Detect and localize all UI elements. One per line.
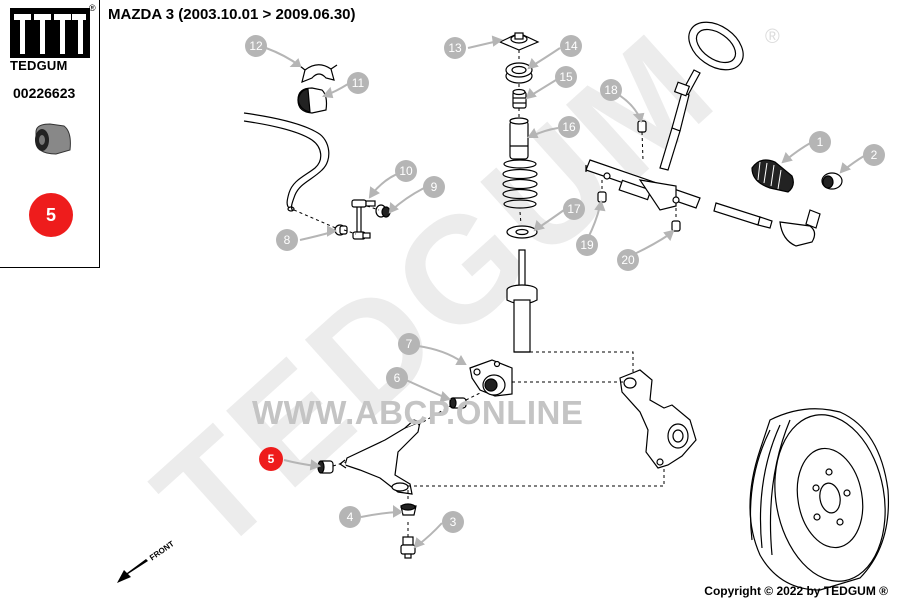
callout-13[interactable]: 13 [444,37,466,59]
svg-text:8: 8 [284,233,291,247]
callout-14[interactable]: 14 [560,35,582,57]
svg-text:15: 15 [559,70,573,84]
callout-7[interactable]: 7 [398,333,420,355]
svg-text:13: 13 [448,41,462,55]
callout-arrows [265,35,865,549]
selected-position-number: 5 [45,204,56,225]
watermark-registered-mark: ® [765,26,780,48]
front-direction-arrow [117,559,148,583]
callout-17[interactable]: 17 [563,198,585,220]
side-panel: ® TEDGUM 00226623 5 [0,0,100,268]
strut-top-mount-part [498,32,540,51]
steering-rack-part [585,159,701,211]
strut-bearing-part [505,62,533,84]
rack-bush-20 [671,220,681,232]
stabilizer-bush-part [297,87,328,114]
copyright-text: Copyright © 2022 by TEDGUM ® [704,584,888,598]
steering-wheel-part [688,21,744,71]
wheel-part [749,408,890,591]
callout-3[interactable]: 3 [442,511,464,533]
svg-text:20: 20 [621,253,635,267]
callout-19[interactable]: 19 [576,234,598,256]
stabilizer-dashed-leaders [293,205,380,235]
callout-12[interactable]: 12 [245,35,267,57]
link-bush-9 [375,204,391,218]
spring-seat-part [506,225,538,239]
stabilizer-link-part [351,199,376,240]
svg-text:19: 19 [580,238,594,252]
svg-text:18: 18 [604,83,618,97]
steering-knuckle-part [619,369,697,469]
svg-text:17: 17 [567,202,581,216]
callout-9[interactable]: 9 [423,176,445,198]
page-title: MAZDA 3 (2003.10.01 > 2009.06.30) [108,6,356,23]
callout-15[interactable]: 15 [555,66,577,88]
callout-11[interactable]: 11 [347,72,369,94]
stabilizer-bar [243,112,330,212]
callout-20[interactable]: 20 [617,249,639,271]
selected-position-badge[interactable]: 5 [29,193,73,237]
callout-1[interactable]: 1 [809,131,831,153]
svg-text:2: 2 [871,148,878,162]
ball-joint-boot-part [400,503,417,516]
watermark-url: WWW.ABCP.ONLINE [252,394,584,431]
callout-markers: 12 11 10 9 8 13 14 15 16 17 18 19 20 1 2… [245,35,885,533]
part-thumbnail-bush-icon [35,123,71,155]
steering-column-part [659,69,701,171]
control-arm-rear-bush-part [449,397,467,409]
svg-text:11: 11 [352,76,365,90]
callout-8[interactable]: 8 [276,229,298,251]
brand-name: TEDGUM [10,58,68,73]
steering-boot-part [751,159,794,193]
svg-text:10: 10 [399,164,413,178]
stabilizer-bracket-part [299,64,338,83]
svg-text:16: 16 [562,120,576,134]
callout-16[interactable]: 16 [558,116,580,138]
control-arm-front-bush-part [317,460,334,474]
callout-2[interactable]: 2 [863,144,885,166]
rear-bush-bracket-part [469,359,513,397]
registered-mark: ® [89,3,96,13]
watermark-logo: TEDGUM [124,0,746,583]
boot-clip-part [821,172,843,190]
tedgum-logo-icon [10,8,90,58]
callout-18[interactable]: 18 [600,79,622,101]
callout-10[interactable]: 10 [395,160,417,182]
callout-4[interactable]: 4 [339,506,361,528]
rack-bush-19 [597,191,607,203]
svg-text:4: 4 [347,510,354,524]
svg-text:12: 12 [249,39,263,53]
bump-stop-part [512,88,527,109]
svg-text:1: 1 [817,135,824,149]
ball-joint-part [400,536,416,559]
watermark-brand-text: TEDGUM [124,0,746,583]
svg-text:6: 6 [394,371,401,385]
assembly-dashed-lines [408,50,665,487]
callout-5[interactable]: 5 [259,447,283,471]
arm-dashed-leaders [332,391,483,538]
svg-text:5: 5 [268,452,275,466]
dust-boot-part [509,117,529,160]
shock-absorber-part [506,249,538,353]
rack-dashed-leaders [601,131,677,219]
tie-rod-part [713,202,821,247]
svg-text:14: 14 [564,39,578,53]
rack-bush-18 [637,120,647,133]
svg-text:7: 7 [406,337,413,351]
svg-text:9: 9 [431,180,438,194]
coil-spring-part [502,159,538,209]
svg-text:3: 3 [450,515,457,529]
control-arm-part [338,419,421,495]
part-code: 00226623 [13,85,76,101]
callout-6[interactable]: 6 [386,367,408,389]
link-bush-8 [334,224,348,236]
